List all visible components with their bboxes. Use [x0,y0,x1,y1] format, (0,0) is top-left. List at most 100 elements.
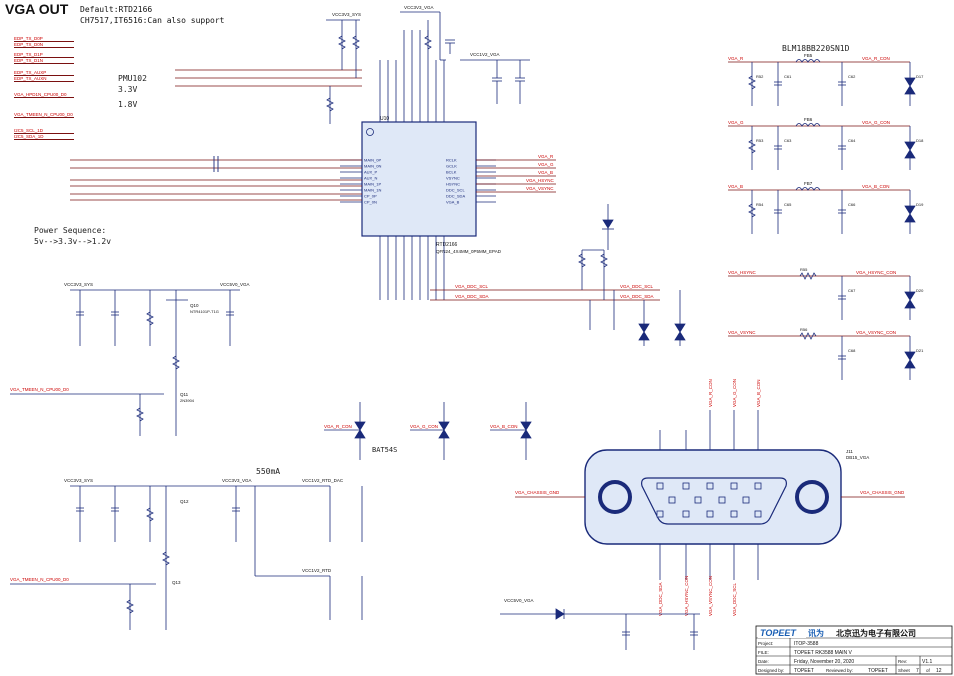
total-value: 12 [936,668,942,674]
esd-g: VGA_G_CON [410,424,438,429]
conn-top-g: VGA_G_CON [732,379,737,407]
rail-vcc1v2: VCC1V2_VGA [470,52,500,57]
ic-left-pin-label: AUX_P [364,170,377,175]
top-resistors [326,20,432,124]
cap1-ref: C61 [784,74,792,79]
res-ref: R52 [756,74,764,79]
ic-package: QFN24_4X4MM_0P5MM_EPAD [436,249,502,254]
rgb-filter-0 [728,59,916,106]
default-note: Default:RTD2166 [80,5,153,14]
rail-sys-2: VCC3V3_SYS [64,478,93,483]
ic-right-pin-label: BCLK [446,170,457,175]
chassis-right: VGA_CHASSIS_GND [860,490,905,495]
db15-pin [706,510,714,518]
sync-res-ref: R56 [800,327,808,332]
ic-part: RTD2166 [436,242,458,248]
db15-pin [694,496,702,504]
db15-pin [754,482,762,490]
q11-part: 2N3904 [180,398,195,403]
q10-ref: Q10 [190,303,199,308]
net-label-left: I2C5_SDA_1D [14,134,74,140]
rgb-out-label: VGA_R_CON [862,56,890,61]
ic-left-pin-label: CP_0N [364,200,377,205]
ic-right-pin-label: VSYNC [446,176,460,181]
conn-top-r: VGA_R_CON [708,379,713,407]
sync-out-label: VGA_HSYNC_CON [856,270,896,275]
ic-left-pin-label: MAIN_0N [364,164,381,169]
pmu-label: PMU102 [118,74,147,83]
net-vga-b-out: VGA_B [538,170,553,175]
net-label-left: VGA_HPD1N_CPU00_D0 [14,92,74,98]
rail-vcc3v3-2: VCC3V3_VGA [404,5,434,10]
net-vga-r-out: VGA_R [538,154,554,159]
power-switch-2 [10,485,363,630]
net-label-left: EDP_TX_D0N [14,42,74,48]
db15-pin [754,510,762,518]
rgb-out-label: VGA_B_CON [862,184,890,189]
sync-res-ref: R55 [800,267,808,272]
net-vga-hsync-out: VGA_HSYNC [526,178,555,183]
ferrite-ref: FB5 [804,53,813,58]
db15-pin [730,482,738,490]
rail-sys-1: VCC3V3_SYS [64,282,93,287]
ic-right-pin-label: DDC_SCL [446,188,465,193]
v33-label: 3.3V [118,85,138,94]
conn-bot-1: VGA_DDC_SDA [658,582,663,616]
v12-label: 1.8V [118,100,138,109]
rail-dac: VCC1V2_RTD_DAC [302,478,344,483]
net-tmeen-2: VGA_TMEEN_N_CPU00_D0 [10,577,69,582]
sync-out-label: VGA_VSYNC_CON [856,330,896,335]
reviewed-label: Reviewed by: [826,668,853,673]
ferrite-ref: FB6 [804,117,813,122]
ic-output-nets [430,159,660,301]
net-label-left: I2C5_SCL_1D [14,128,74,134]
conn-bot-2: VGA_HSYNC_CON [684,576,689,616]
rgb-filter-2 [728,187,916,234]
rail-vcc3v3-1: VCC3V3_SYS [332,12,361,17]
db15-pin [656,482,664,490]
sync-cap-ref: C67 [848,288,856,293]
ic-right-pin-label: GCLK [446,164,457,169]
diode-ref: D19 [916,202,924,207]
rgb-in-label: VGA_G [728,120,744,125]
power-switch-1 [10,289,240,436]
q13-ref: Q13 [172,580,181,585]
rev-value: V1.1 [922,659,933,665]
cap2-ref: C66 [848,202,856,207]
file-value: TOPEET RK3588 MAIN V [794,650,853,656]
ac-coupling-caps [213,156,219,172]
sync-filter-0 [728,272,916,320]
sync-filter-1 [728,332,916,380]
sync-diode-ref: D21 [916,348,924,353]
of-label: of [926,668,931,673]
net-tmeen-1: VGA_TMEEN_N_CPU00_D0 [10,387,69,392]
net-ddc-sda-out: VGA_DDC_SDA [455,294,489,299]
ic-left-pin-label: CP_0P [364,194,377,199]
date-value: Friday, November 20, 2020 [794,659,854,665]
sync-cap-ref: C68 [848,348,856,353]
current-label: 550mA [256,467,281,476]
conn-top-b: VGA_B_CON [756,379,761,407]
edp-bus [70,69,362,201]
company-logo-cn: 讯为 [808,628,824,638]
net-label-left: VGA_TMEEN_N_CPU00_D0 [14,112,74,118]
rail-vga-2: VCC3V3_VGA [222,478,252,483]
db15-pin [706,482,714,490]
rail-5v-1: VCC5V0_VGA [220,282,250,287]
cap2-ref: C64 [848,138,856,143]
connector-ref: J11 [846,449,853,454]
ic-ref: U10 [380,116,389,122]
rgb-filter-1 [728,123,916,170]
chassis-left: VGA_CHASSIS_GND [515,490,560,495]
diode-ref: D17 [916,74,924,79]
cap1-ref: C63 [784,138,792,143]
net-ddc-scl-out: VGA_DDC_SCL [455,284,489,289]
sheet-label: Sheet [898,668,911,673]
db15-pin [718,496,726,504]
esd-r: VGA_R_CON [324,424,352,429]
ic-right-pin-label: HSYNC [446,182,460,187]
db15-pin [656,510,664,518]
vga-5v-diode [500,608,700,650]
